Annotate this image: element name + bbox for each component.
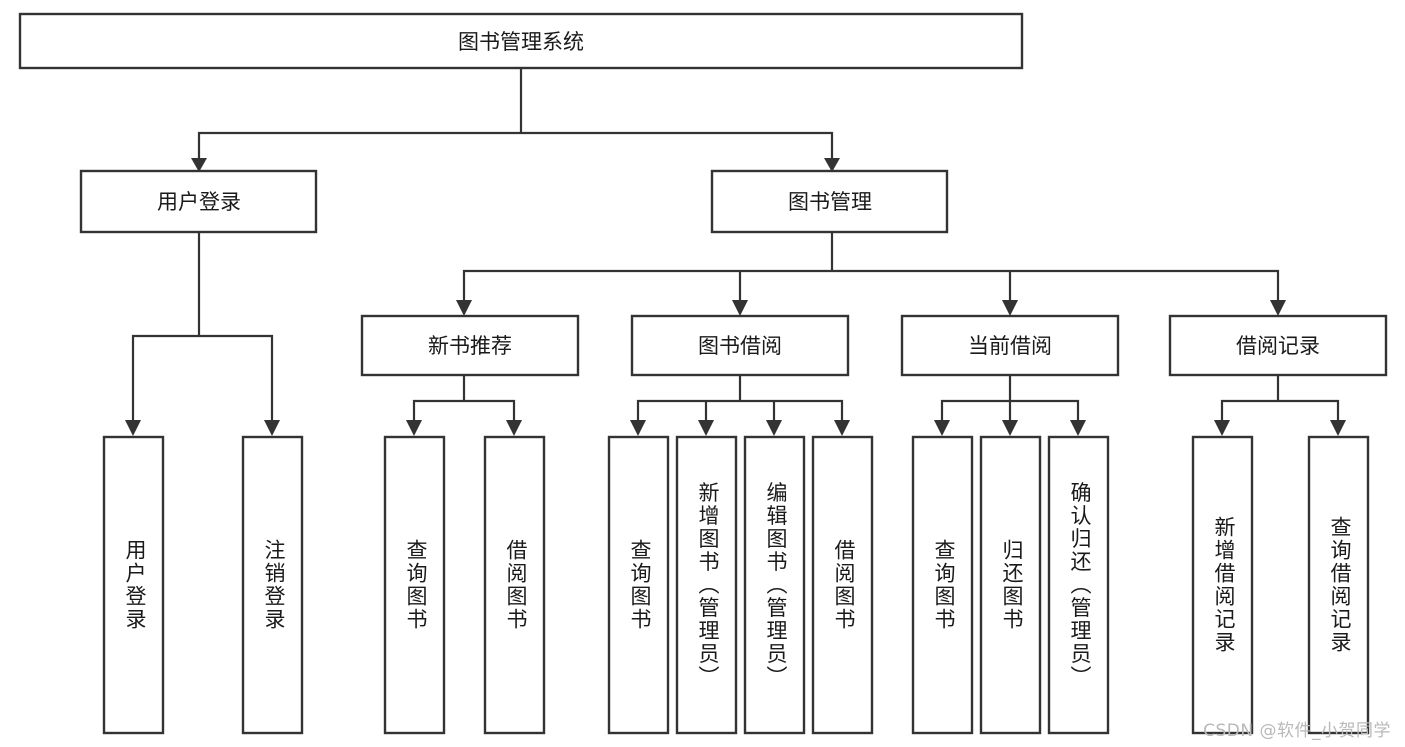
node-box-leaf-8[interactable] <box>911 435 974 735</box>
node-box-leaf-3[interactable] <box>483 435 546 735</box>
node-user-login[interactable]: 用户登录 <box>79 169 318 234</box>
arrow-head-to-leaf-11 <box>1214 420 1230 436</box>
node-label-leaf-6: 编辑图书（管理员） <box>764 482 788 689</box>
node-label-leaf-1: 注销登录 <box>262 539 286 631</box>
node-box-leaf-5[interactable] <box>675 435 738 735</box>
node-box-leaf-0[interactable] <box>102 435 165 735</box>
node-leaf-10[interactable]: 确认归还（管理员） <box>1047 435 1110 735</box>
connector-current-borrow-bus <box>940 373 1080 424</box>
connector-user-login-bus <box>131 230 274 424</box>
arrow-head-to-user-login <box>191 158 207 172</box>
node-leaf-2[interactable]: 查询图书 <box>383 435 446 735</box>
arrow-head-to-leaf-10 <box>1070 420 1086 436</box>
arrow-head-to-leaf-9 <box>1002 420 1018 436</box>
node-box-borrow-record[interactable] <box>1168 314 1388 377</box>
node-label-leaf-4: 查询图书 <box>628 539 652 631</box>
node-box-leaf-2[interactable] <box>383 435 446 735</box>
node-box-leaf-12[interactable] <box>1307 435 1370 735</box>
arrow-head-to-leaf-2 <box>406 420 422 436</box>
node-box-leaf-10[interactable] <box>1047 435 1110 735</box>
connector-book-borrow-bus <box>636 373 844 424</box>
arrow-head-to-leaf-5 <box>698 420 714 436</box>
node-label-leaf-9: 归还图书 <box>1000 539 1024 631</box>
node-label-book-manage: 图书管理 <box>788 190 872 214</box>
node-root[interactable]: 图书管理系统 <box>18 12 1024 70</box>
arrow-head-to-leaf-7 <box>834 420 850 436</box>
node-leaf-7[interactable]: 借阅图书 <box>811 435 874 735</box>
node-leaf-11[interactable]: 新增借阅记录 <box>1191 435 1254 735</box>
node-box-leaf-6[interactable] <box>743 435 806 735</box>
arrow-head-to-leaf-6 <box>766 420 782 436</box>
arrow-head-to-borrow-record <box>1270 300 1286 316</box>
node-label-leaf-2: 查询图书 <box>404 539 428 631</box>
node-box-leaf-4[interactable] <box>607 435 670 735</box>
node-label-leaf-11: 新增借阅记录 <box>1212 516 1236 654</box>
node-label-leaf-8: 查询图书 <box>932 539 956 631</box>
node-label-leaf-3: 借阅图书 <box>504 539 528 631</box>
node-label-leaf-7: 借阅图书 <box>832 539 856 631</box>
connector-borrow-record-bus <box>1220 373 1340 424</box>
node-label-leaf-12: 查询借阅记录 <box>1328 516 1352 654</box>
arrow-head-to-leaf-8 <box>934 420 950 436</box>
node-box-root[interactable] <box>18 12 1024 70</box>
node-box-book-manage[interactable] <box>710 169 949 234</box>
node-leaf-3[interactable]: 借阅图书 <box>483 435 546 735</box>
node-leaf-4[interactable]: 查询图书 <box>607 435 670 735</box>
node-leaf-12[interactable]: 查询借阅记录 <box>1307 435 1370 735</box>
node-box-leaf-9[interactable] <box>979 435 1042 735</box>
node-label-book-borrow: 图书借阅 <box>698 334 782 358</box>
node-box-book-borrow[interactable] <box>630 314 850 377</box>
node-box-leaf-1[interactable] <box>241 435 304 735</box>
node-book-manage[interactable]: 图书管理 <box>710 169 949 234</box>
connector-root-bus <box>197 66 834 160</box>
node-leaf-6[interactable]: 编辑图书（管理员） <box>743 435 806 735</box>
connector-layer <box>125 66 1346 436</box>
node-box-leaf-11[interactable] <box>1191 435 1254 735</box>
node-leaf-1[interactable]: 注销登录 <box>241 435 304 735</box>
node-leaf-9[interactable]: 归还图书 <box>979 435 1042 735</box>
arrow-head-to-leaf-4 <box>630 420 646 436</box>
node-box-user-login[interactable] <box>79 169 318 234</box>
connector-new-book-rec-bus <box>412 373 516 424</box>
node-leaf-5[interactable]: 新增图书（管理员） <box>675 435 738 735</box>
node-leaf-0[interactable]: 用户登录 <box>102 435 165 735</box>
node-new-book-rec[interactable]: 新书推荐 <box>360 314 580 377</box>
node-borrow-record[interactable]: 借阅记录 <box>1168 314 1388 377</box>
node-label-root: 图书管理系统 <box>458 30 584 54</box>
node-label-leaf-0: 用户登录 <box>123 539 147 631</box>
arrow-head-to-leaf-3 <box>506 420 522 436</box>
node-box-leaf-7[interactable] <box>811 435 874 735</box>
arrow-head-to-leaf-0 <box>125 420 141 436</box>
arrow-head-to-current-borrow <box>1002 300 1018 316</box>
arrow-head-to-book-manage <box>824 158 840 172</box>
node-label-leaf-10: 确认归还（管理员） <box>1068 482 1092 689</box>
node-current-borrow[interactable]: 当前借阅 <box>900 314 1120 377</box>
node-leaf-8[interactable]: 查询图书 <box>911 435 974 735</box>
node-label-borrow-record: 借阅记录 <box>1236 334 1320 358</box>
node-label-new-book-rec: 新书推荐 <box>428 334 512 358</box>
node-box-current-borrow[interactable] <box>900 314 1120 377</box>
node-label-user-login: 用户登录 <box>157 190 241 214</box>
connector-book-manage-bus <box>462 230 1280 303</box>
node-book-borrow[interactable]: 图书借阅 <box>630 314 850 377</box>
node-box-new-book-rec[interactable] <box>360 314 580 377</box>
arrow-head-to-book-borrow <box>732 300 748 316</box>
arrow-head-to-new-book-rec <box>456 300 472 316</box>
node-label-leaf-5: 新增图书（管理员） <box>696 482 720 689</box>
node-label-current-borrow: 当前借阅 <box>968 334 1052 358</box>
arrow-head-to-leaf-1 <box>264 420 280 436</box>
arrow-head-to-leaf-12 <box>1330 420 1346 436</box>
